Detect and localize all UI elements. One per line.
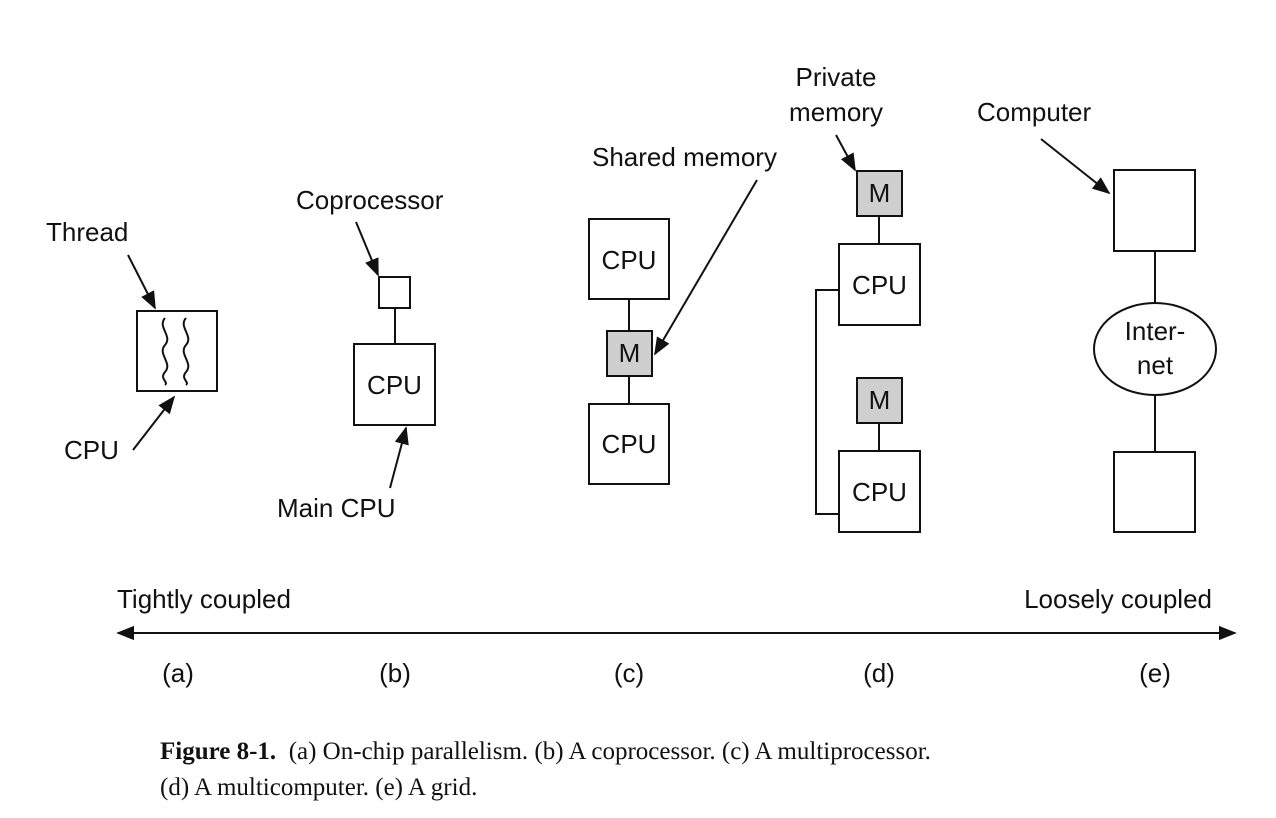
shared-memory-arrow bbox=[654, 179, 758, 356]
thread-squiggle-1 bbox=[161, 317, 169, 386]
computer-label: Computer bbox=[977, 97, 1091, 127]
shared-memory-label: Shared memory bbox=[592, 142, 777, 172]
panel-e-group: Computer Inter- net bbox=[977, 97, 1217, 533]
computer-arrow bbox=[1040, 138, 1111, 195]
main-cpu-label: Main CPU bbox=[277, 493, 395, 523]
cpu-d-bottom-label: CPU bbox=[852, 477, 907, 507]
mem-d-top-label: M bbox=[869, 178, 891, 208]
panel-d-group: Private memory M CPU M CPU bbox=[789, 62, 921, 533]
caption-line-1: Figure 8-1. (a) On-chip parallelism. (b)… bbox=[160, 734, 1260, 770]
panel-letters: (a) (b) (c) (d) (e) bbox=[162, 658, 1171, 688]
private-memory-label-2: memory bbox=[789, 97, 883, 127]
main-cpu-box bbox=[353, 343, 436, 426]
panel-b-group: Coprocessor CPU Main CPU bbox=[277, 185, 444, 523]
cpu-c-top-label: CPU bbox=[602, 245, 657, 275]
cpu-c-bottom-box bbox=[588, 403, 670, 485]
internet-label-2: net bbox=[1137, 350, 1174, 380]
figure-number: Figure 8-1. bbox=[160, 738, 277, 765]
figure-caption: Figure 8-1. (a) On-chip parallelism. (b)… bbox=[160, 734, 1260, 806]
panel-label-a: (a) bbox=[162, 658, 194, 688]
cpu-a-arrow bbox=[132, 395, 176, 451]
private-memory-top-box bbox=[856, 170, 903, 217]
cpu-d-top-box bbox=[838, 243, 921, 326]
panel-label-b: (b) bbox=[379, 658, 411, 688]
main-cpu-arrow bbox=[389, 426, 409, 489]
coupling-axis-group: Tightly coupled Loosely coupled bbox=[116, 584, 1237, 641]
computer-top-box bbox=[1113, 169, 1196, 252]
loosely-coupled-label: Loosely coupled bbox=[1024, 584, 1212, 614]
cpu-a-box bbox=[136, 310, 218, 392]
thread-label: Thread bbox=[46, 217, 128, 247]
coprocessor-arrow bbox=[355, 221, 379, 277]
caption-line-2: (d) A multicomputer. (e) A grid. bbox=[160, 774, 478, 801]
cpu-d-bottom-box bbox=[838, 450, 921, 533]
private-memory-bottom-box bbox=[856, 377, 903, 424]
cpu-a-label: CPU bbox=[64, 435, 119, 465]
diagram-canvas: Thread CPU Coprocessor CPU Main CPU Shar… bbox=[46, 62, 1237, 688]
caption-text-1: (a) On-chip parallelism. (b) A coprocess… bbox=[288, 738, 931, 765]
cpu-c-top-box bbox=[588, 218, 670, 300]
thread-arrow bbox=[127, 254, 156, 310]
shared-memory-box bbox=[606, 330, 653, 377]
cpu-c-bottom-label: CPU bbox=[602, 429, 657, 459]
private-memory-arrow bbox=[835, 134, 856, 172]
computer-bottom-box bbox=[1113, 451, 1196, 533]
tightly-coupled-label: Tightly coupled bbox=[117, 584, 291, 614]
panel-label-d: (d) bbox=[863, 658, 895, 688]
panel-label-e: (e) bbox=[1139, 658, 1171, 688]
panel-label-c: (c) bbox=[614, 658, 644, 688]
thread-squiggle-2 bbox=[182, 317, 190, 386]
private-memory-label-1: Private bbox=[796, 62, 877, 92]
panel-c-group: Shared memory CPU M CPU bbox=[588, 142, 777, 485]
coprocessor-box bbox=[378, 276, 411, 309]
interconnect-line bbox=[815, 289, 839, 515]
panel-a-group: Thread CPU bbox=[46, 217, 218, 465]
coprocessor-label: Coprocessor bbox=[296, 185, 444, 215]
mem-c-label: M bbox=[619, 338, 641, 368]
mem-d-bottom-label: M bbox=[869, 385, 891, 415]
internet-label-1: Inter- bbox=[1125, 316, 1186, 346]
cpu-b-label: CPU bbox=[367, 370, 422, 400]
cpu-d-top-label: CPU bbox=[852, 270, 907, 300]
